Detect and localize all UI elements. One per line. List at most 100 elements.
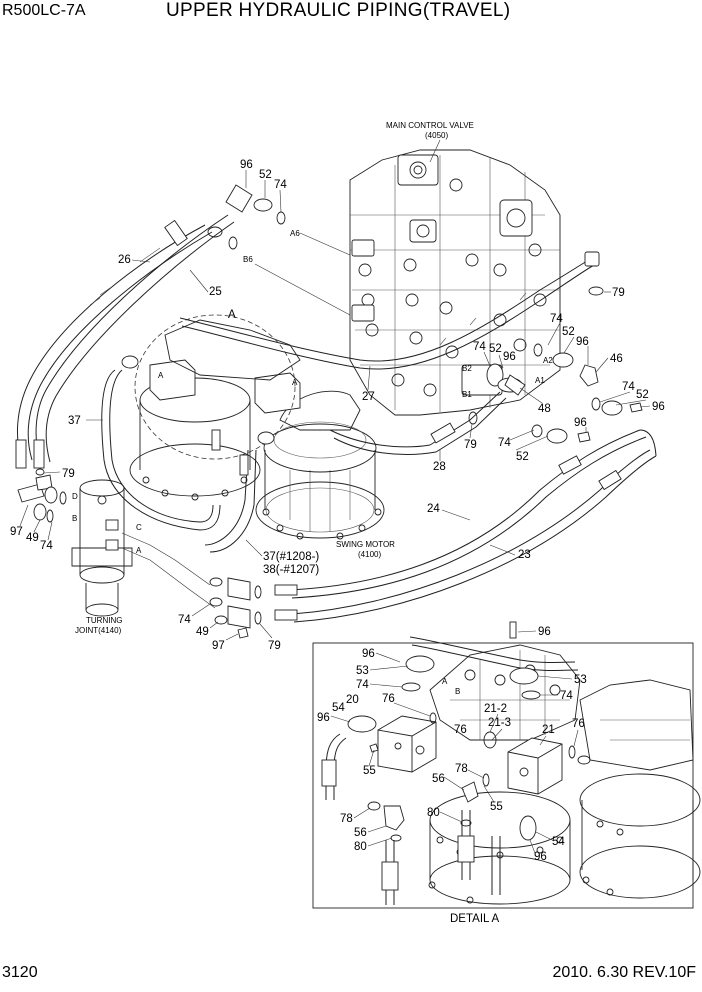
swing-motor-name: SWING MOTOR [336, 540, 395, 549]
callout-96-top: 96 [240, 159, 253, 171]
hose-24-23 [274, 429, 657, 623]
callout-74-left: 74 [40, 540, 53, 552]
svg-text:80: 80 [427, 807, 440, 819]
port-a2: A2 [543, 356, 553, 365]
hose-26-25 [15, 214, 235, 469]
port-b1: B1 [462, 390, 472, 399]
callout-79-lower: 79 [268, 640, 281, 652]
page-number: 3120 [2, 964, 38, 981]
svg-text:96: 96 [538, 626, 551, 638]
svg-text:21-3: 21-3 [488, 717, 511, 729]
port-a6: A6 [290, 229, 300, 238]
svg-text:78: 78 [340, 813, 353, 825]
callout-96-r2: 96 [652, 401, 665, 413]
svg-text:53: 53 [574, 674, 587, 686]
callout-96-r1: 96 [576, 336, 589, 348]
callout-74-r2: 74 [622, 381, 635, 393]
svg-text:A: A [158, 371, 164, 380]
callout-79-right: 79 [612, 287, 625, 299]
callout-49-left: 49 [26, 532, 39, 544]
callout-48: 48 [538, 403, 551, 415]
callout-74-top: 74 [274, 179, 287, 191]
svg-text:54: 54 [552, 836, 565, 848]
callout-37: 37 [68, 415, 81, 427]
callout-79-mid: 79 [464, 439, 477, 451]
callout-52-top: 52 [259, 169, 272, 181]
mcv-name: MAIN CONTROL VALVE [386, 121, 474, 130]
callout-74-r4: 74 [498, 437, 511, 449]
svg-text:76: 76 [382, 693, 395, 705]
hose-28 [329, 391, 507, 455]
callout-27: 27 [362, 391, 375, 403]
detail-a-content: A B [321, 621, 701, 905]
top-fittings [207, 184, 286, 250]
callout-97-left: 97 [10, 526, 23, 538]
detail-a-marker: A [228, 309, 236, 321]
svg-text:78: 78 [455, 763, 468, 775]
main-control-valve [349, 149, 561, 416]
right-fittings [486, 343, 643, 444]
svg-text:55: 55 [490, 801, 503, 813]
model-number: R500LC-7A [2, 2, 86, 19]
port-b6: B6 [243, 255, 253, 264]
callout-52-r3: 52 [489, 343, 502, 355]
svg-text:A: A [442, 677, 448, 686]
svg-text:76: 76 [454, 724, 467, 736]
lower-left-fittings [209, 577, 262, 639]
detail-a-frame [312, 642, 694, 909]
detail-a-boundary [134, 314, 296, 460]
svg-text:74: 74 [356, 679, 369, 691]
tj-port-d: D [72, 492, 78, 501]
tj-port-c: C [136, 523, 142, 532]
oring-79 [588, 286, 604, 296]
svg-text:53: 53 [356, 665, 369, 677]
left-fittings [17, 468, 67, 523]
callout-23: 23 [518, 549, 531, 561]
mcv-code: (4050) [425, 131, 448, 140]
svg-text:21: 21 [542, 724, 555, 736]
callout-97-lower: 97 [212, 640, 225, 652]
port-a1: A1 [535, 376, 545, 385]
svg-text:55: 55 [363, 765, 376, 777]
tj-port-b: B [72, 514, 77, 523]
detail-a-title: DETAIL A [450, 913, 500, 925]
callout-37-serial: 37(#1208-) [263, 551, 319, 563]
turning-joint-name: TURNING [86, 616, 122, 625]
callout-26: 26 [118, 254, 131, 266]
port-b2: B2 [462, 364, 472, 373]
callout-49-lower: 49 [196, 626, 209, 638]
svg-text:96: 96 [317, 712, 330, 724]
callout-25: 25 [209, 286, 222, 298]
callout-24: 24 [427, 503, 440, 515]
hose-37 [101, 355, 275, 553]
swing-motor-code: (4100) [358, 550, 381, 559]
callout-46: 46 [610, 353, 623, 365]
callout-52-r1: 52 [562, 326, 575, 338]
svg-text:80: 80 [354, 841, 367, 853]
callout-79-left: 79 [62, 468, 75, 480]
svg-text:54: 54 [332, 702, 345, 714]
svg-text:56: 56 [354, 827, 367, 839]
svg-text:74: 74 [560, 690, 573, 702]
page-title: UPPER HYDRAULIC PIPING(TRAVEL) [166, 0, 511, 21]
callout-96-r3: 96 [503, 351, 516, 363]
tj-port-a: A [136, 546, 142, 555]
callout-74-lower: 74 [178, 614, 191, 626]
svg-text:96: 96 [362, 648, 375, 660]
revision-date: 2010. 6.30 REV.10F [552, 964, 696, 981]
callout-38-serial: 38(-#1207) [263, 564, 319, 576]
svg-text:21-2: 21-2 [484, 703, 507, 715]
callout-28: 28 [433, 461, 446, 473]
hose-27 [179, 251, 600, 370]
callout-74-r3: 74 [473, 341, 486, 353]
callout-96-r4: 96 [574, 417, 587, 429]
turning-joint-code: JOINT(4140) [75, 626, 122, 635]
svg-text:B: B [455, 687, 460, 696]
swing-motor [255, 390, 385, 540]
svg-text:96: 96 [534, 851, 547, 863]
left-motor-assembly: A A [129, 319, 301, 501]
callout-52-r4: 52 [516, 451, 529, 463]
detail-callouts: 96 96 53 53 74 74 76 21-2 96 54 20 21-3 … [317, 626, 587, 863]
callout-74-r1: 74 [550, 313, 563, 325]
